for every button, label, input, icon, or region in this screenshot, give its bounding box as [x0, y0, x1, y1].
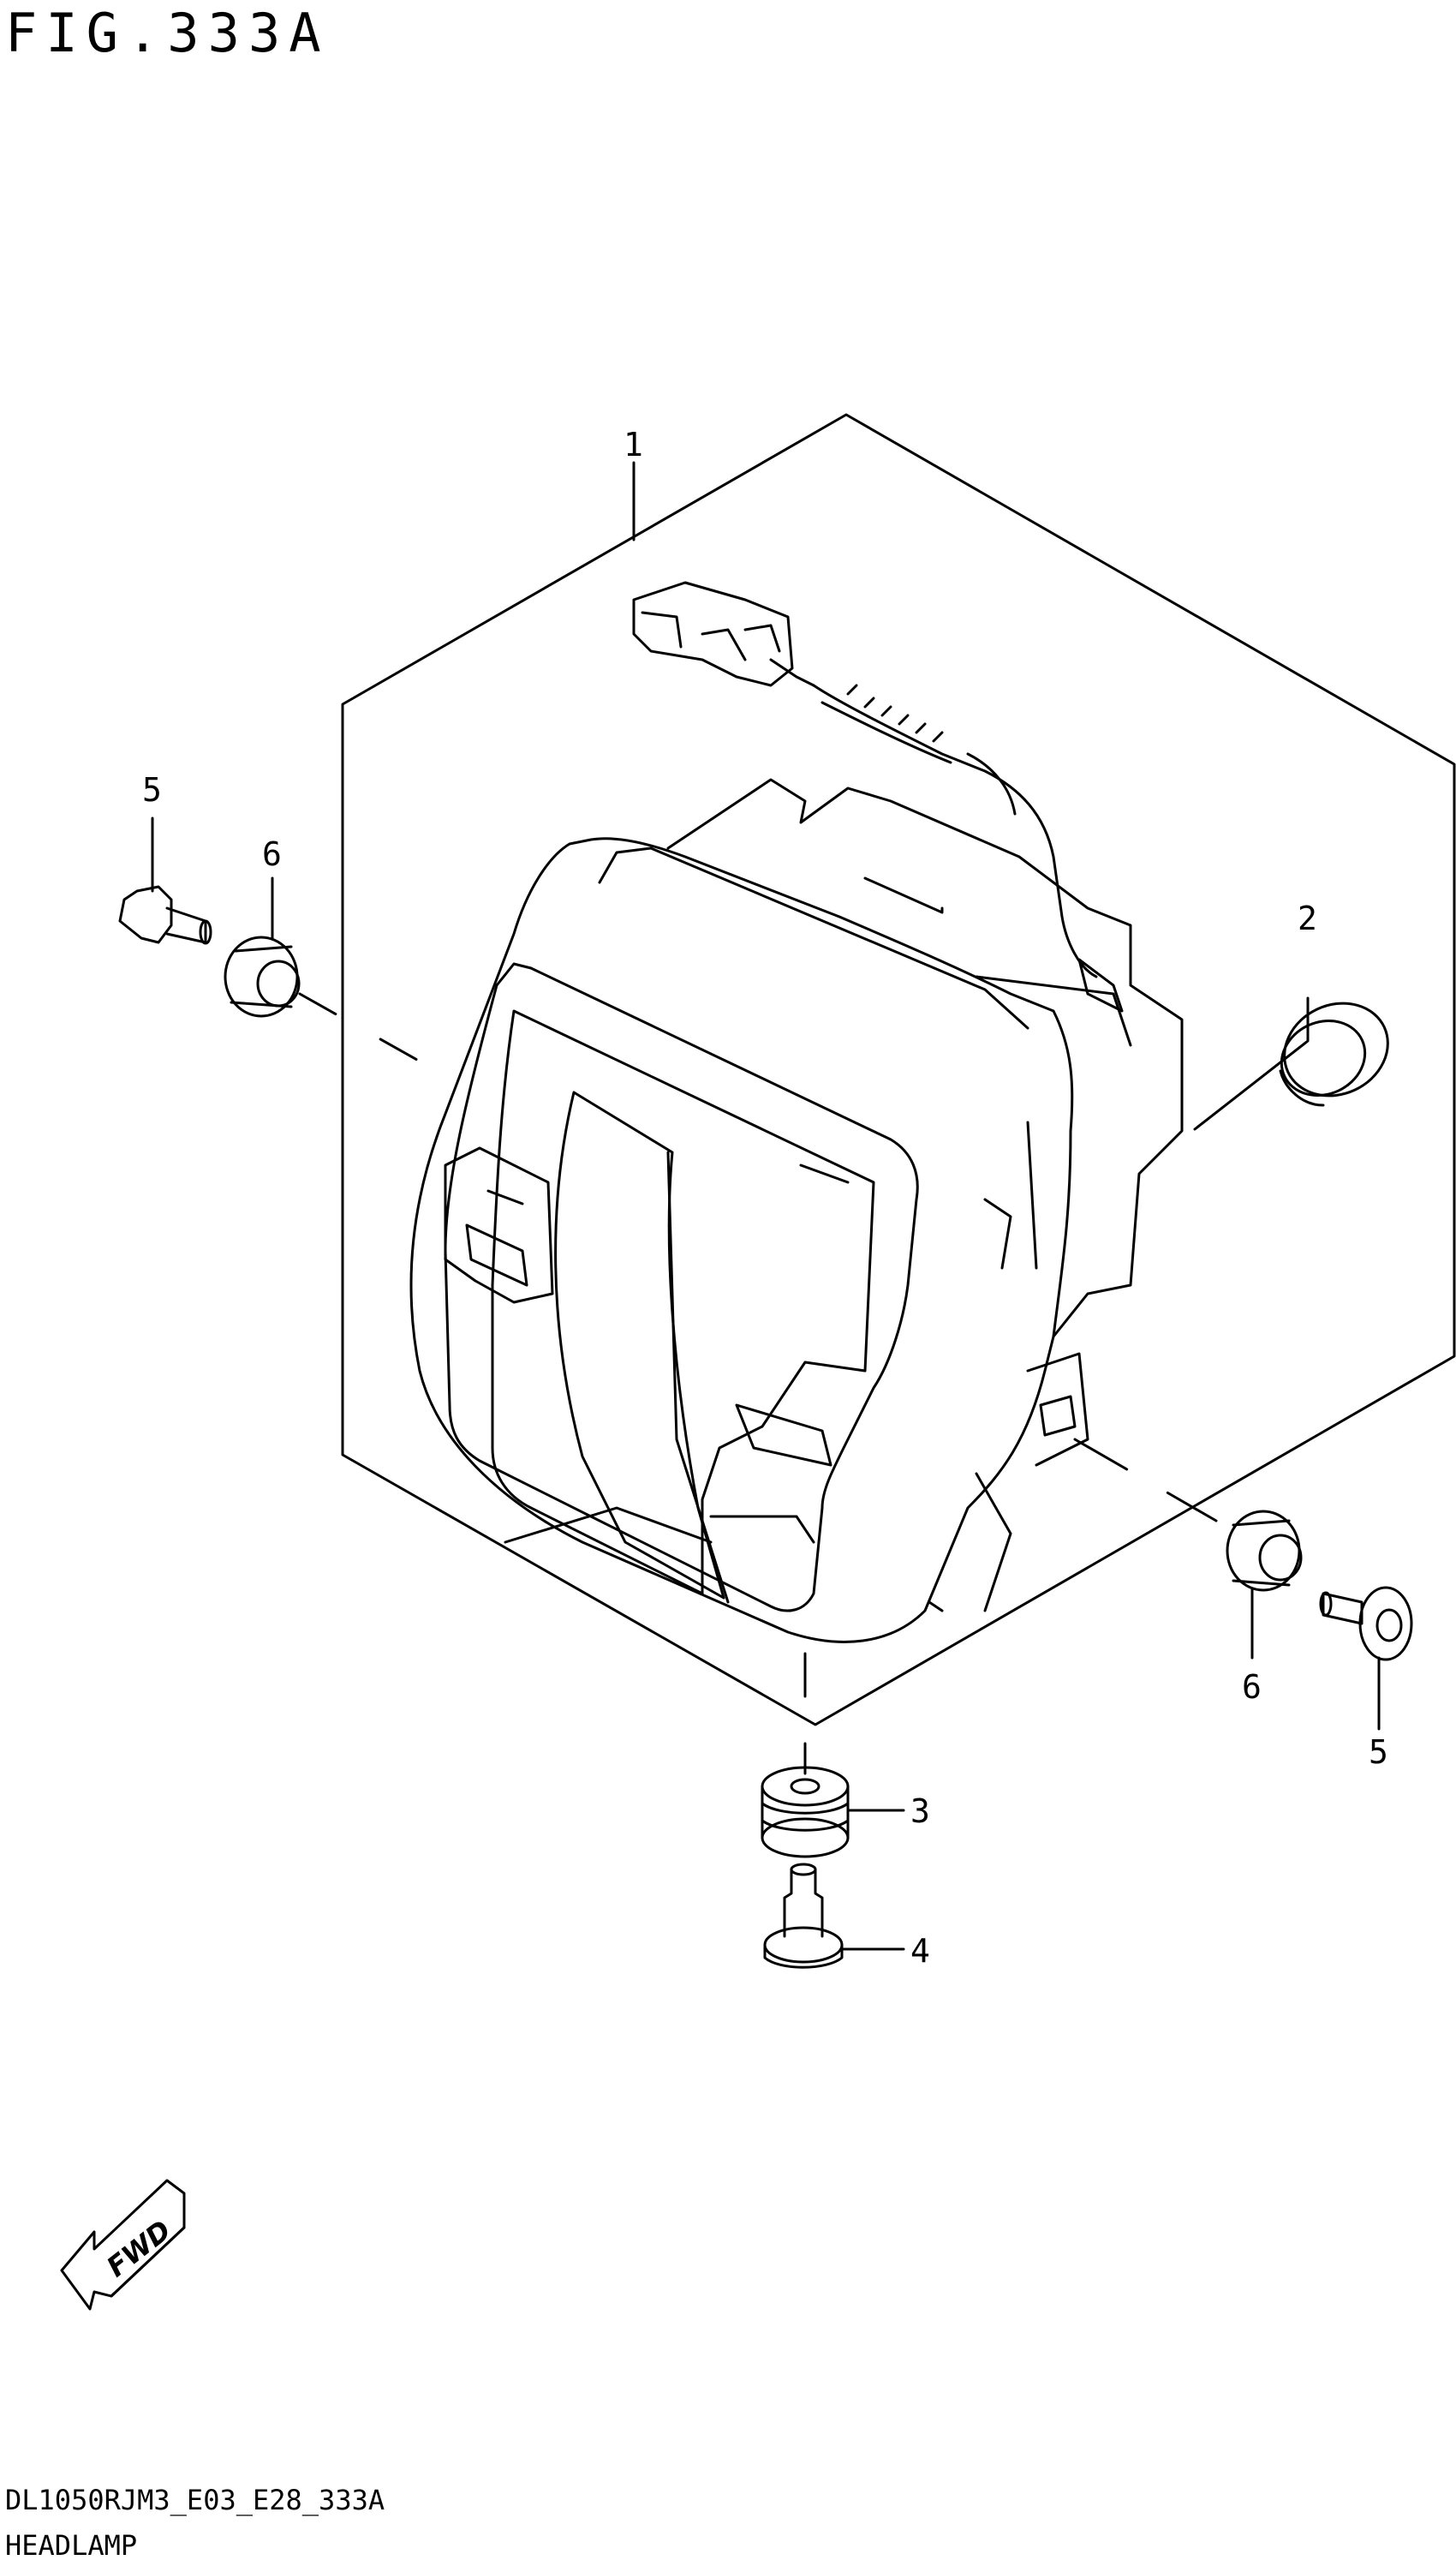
- callout-1: 1: [624, 426, 643, 464]
- grommet-left[interactable]: [224, 936, 301, 1018]
- figure-code: DL1050RJM3_E03_E28_333A: [5, 2484, 385, 2516]
- assembly-outline: [341, 413, 1456, 1726]
- grommet-right[interactable]: [1226, 1510, 1303, 1592]
- alignment-left: [298, 992, 439, 1073]
- alignment-right: [1073, 1438, 1218, 1522]
- headlamp-assembly[interactable]: [409, 581, 1184, 1643]
- fwd-arrow: FWD: [60, 2179, 186, 2311]
- damper[interactable]: [761, 1766, 850, 1858]
- callout-2: 2: [1298, 900, 1317, 937]
- figure-title: FIG.333A: [5, 2, 330, 64]
- callout-3: 3: [910, 1792, 930, 1830]
- figure-name: HEADLAMP: [5, 2529, 138, 2562]
- callout-6b: 6: [1242, 1668, 1262, 1706]
- screw-left[interactable]: [118, 885, 212, 945]
- bulb-cap[interactable]: [1269, 987, 1403, 1113]
- leader-2: [1193, 996, 1310, 1131]
- callout-4: 4: [910, 1932, 930, 1970]
- callout-5a: 5: [142, 771, 162, 809]
- callout-5b: 5: [1369, 1733, 1388, 1771]
- screw-right[interactable]: [1319, 1586, 1413, 1661]
- collar-bolt[interactable]: [763, 1863, 844, 1969]
- callout-6a: 6: [262, 835, 282, 873]
